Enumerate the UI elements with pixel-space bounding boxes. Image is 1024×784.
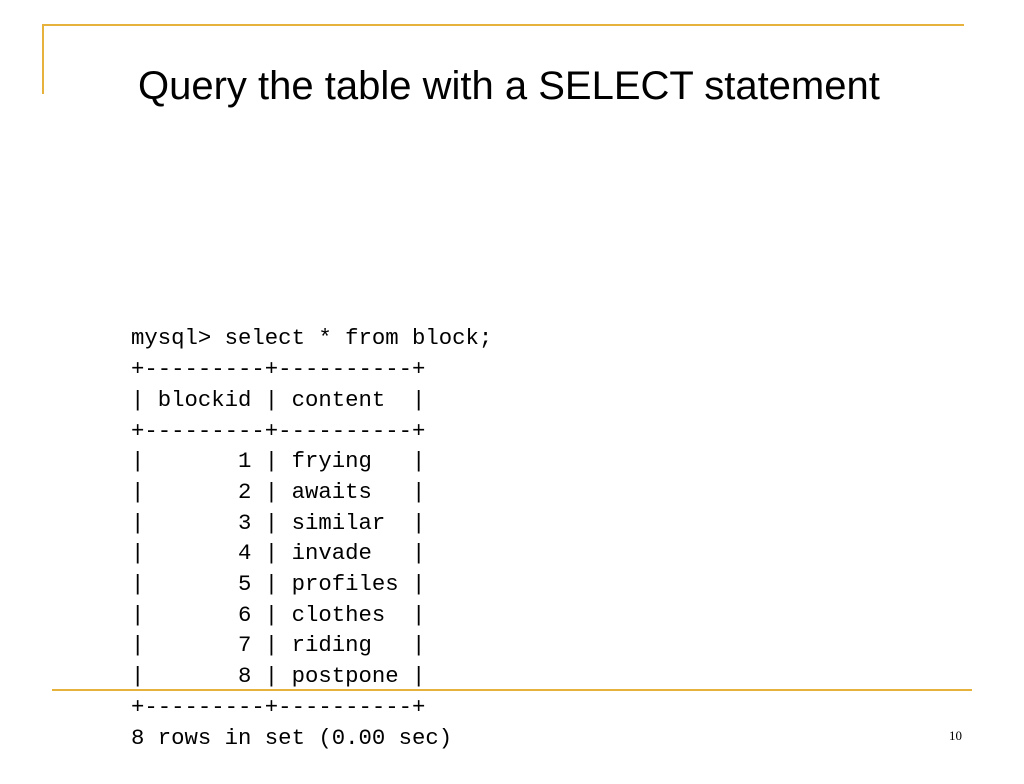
frame-accent-bottom	[52, 689, 972, 691]
table-row: | 7 | riding |	[131, 632, 426, 659]
table-row: | 3 | similar |	[131, 509, 426, 536]
table-row: | 1 | frying |	[131, 448, 426, 475]
table-row: | 8 | postpone |	[131, 663, 426, 690]
frame-accent-top	[42, 24, 964, 26]
table-border-line: +---------+----------+	[131, 356, 426, 383]
result-summary-line: 8 rows in set (0.00 sec)	[131, 724, 453, 751]
table-row: | 2 | awaits |	[131, 478, 426, 505]
slide-title: Query the table with a SELECT statement	[138, 64, 880, 108]
table-row: | 4 | invade |	[131, 540, 426, 567]
table-border-line: +---------+----------+	[131, 693, 426, 720]
terminal-output: mysql> select * from block; +---------+--…	[131, 262, 492, 784]
page-number: 10	[949, 728, 962, 743]
terminal-line-command: mysql> select * from block;	[131, 325, 493, 352]
table-border-line: +---------+----------+	[131, 417, 426, 444]
table-header-line: | blockid | content |	[131, 386, 426, 413]
table-row: | 5 | profiles |	[131, 571, 426, 598]
frame-accent-vertical	[42, 24, 44, 94]
table-row: | 6 | clothes |	[131, 601, 426, 628]
